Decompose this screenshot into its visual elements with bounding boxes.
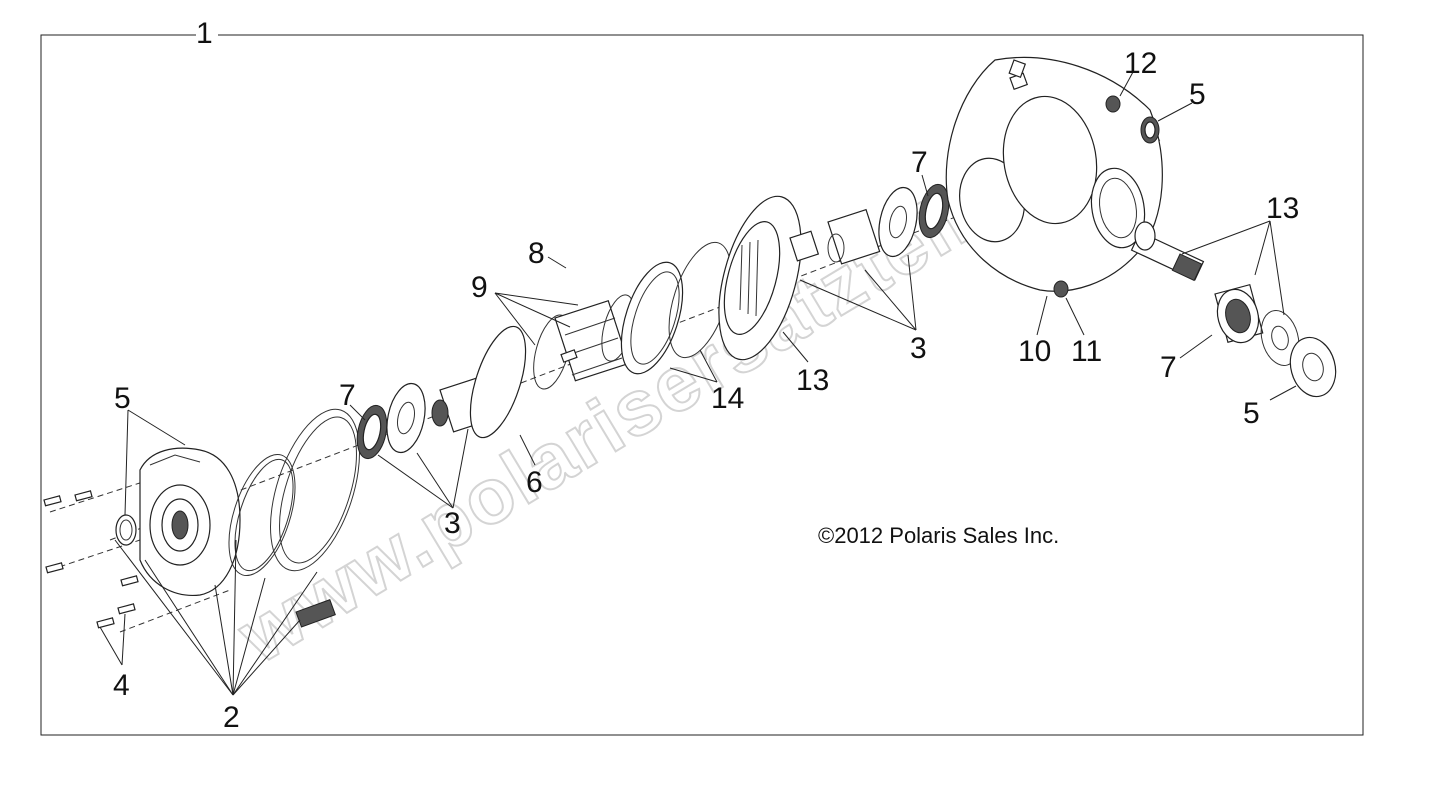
clutch-cover-ring [270,408,360,572]
washer-left [386,382,426,454]
assembly-frame [40,34,1364,736]
callout-3-left: 3 [444,507,461,540]
seal-left [115,514,137,546]
pinion-bearing [1214,283,1264,344]
callout-1: 1 [196,17,213,50]
ring-gear [718,195,802,361]
bearing-right [918,183,950,239]
o-ring-large [228,453,296,577]
bearing-left [356,404,388,460]
copyright-notice: ©2012 Polaris Sales Inc. [818,523,1059,548]
screws [43,490,139,629]
seal-top-right [1140,116,1160,144]
callout-8: 8 [528,237,545,270]
fill-plug [1105,95,1121,113]
clutch-ring [620,261,684,375]
callout-14: 14 [711,382,744,415]
callout-4: 4 [113,669,130,702]
pinion-washer [1260,310,1300,366]
callout-5-left: 5 [114,382,131,415]
callout-3-right: 3 [910,332,927,365]
drain-plug [1053,280,1069,298]
hub-right [789,208,881,265]
callout-5-bottom-right: 5 [1243,397,1260,430]
washer-right [878,186,918,258]
callout-11: 11 [1071,335,1102,368]
callout-6: 6 [526,466,543,499]
pin [560,349,578,363]
left-cover-housing [139,447,241,597]
callout-7-mid: 7 [911,146,928,179]
breather-fitting [1008,59,1027,79]
callout-5-top-right: 5 [1189,78,1206,111]
callout-13-left: 13 [796,364,829,397]
callout-9: 9 [471,271,488,304]
callout-labels: 1 2 3 3 4 5 5 5 6 7 7 7 8 9 10 11 12 13 … [113,17,1299,734]
pinion-seal [1289,336,1337,398]
callout-2: 2 [223,701,240,734]
callout-12: 12 [1124,47,1157,80]
sensor-connector [295,599,336,628]
callout-7-right: 7 [1160,351,1177,384]
callout-7-left: 7 [339,379,356,412]
callout-13-right: 13 [1266,192,1299,225]
roller-cage [533,294,635,390]
pinion-shaft [1130,221,1205,282]
leader-lines [99,71,1297,696]
armature-plate [469,325,527,439]
callout-10: 10 [1018,335,1051,368]
main-housing [945,56,1163,292]
